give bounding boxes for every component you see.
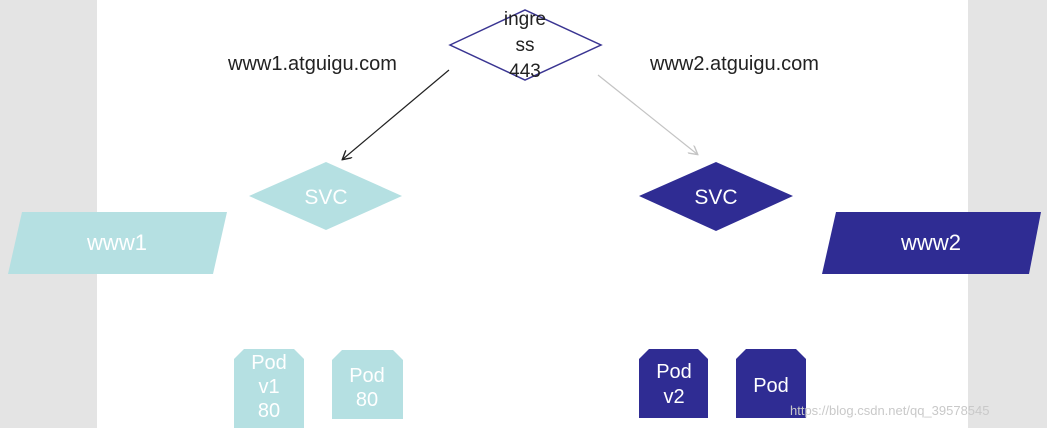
pod-left-1: Pod v1 80 — [234, 349, 304, 428]
host-label-left: www1.atguigu.com — [227, 53, 397, 75]
pod-label-right-2-line-1: Pod — [753, 375, 789, 397]
ingress-label-line-1: ingre — [504, 9, 546, 30]
pod-left-2: Pod 80 — [332, 350, 403, 419]
service-parallelogram-right — [822, 212, 1041, 274]
svc-node-left: SVC — [249, 162, 402, 230]
ingress-diamond — [448, 9, 603, 81]
watermark: https://blog.csdn.net/qq_39578545 — [790, 403, 990, 418]
service-parallelogram-left — [8, 212, 227, 274]
pod-right-2: Pod — [736, 349, 806, 418]
pod-shape-left-1 — [234, 349, 304, 428]
pod-label-left-2-line-1: Pod — [349, 365, 385, 387]
service-node-right: www2 — [822, 212, 1041, 274]
host-label-right: www2.atguigu.com — [649, 53, 819, 75]
svc-label-left: SVC — [304, 186, 347, 209]
pod-shape-left-2 — [332, 350, 403, 419]
pod-label-left-1-line-1: Pod — [251, 352, 287, 374]
service-label-right: www2 — [900, 230, 961, 255]
pod-shape-right-2 — [736, 349, 806, 418]
svc-diamond-right — [639, 162, 793, 231]
arrow-to-svc-right — [597, 74, 697, 154]
pod-label-left-2-line-2: 80 — [356, 389, 378, 411]
pod-label-right-1-line-2: v2 — [663, 386, 684, 408]
ingress-label-line-3: 443 — [509, 61, 541, 82]
ingress-label-line-2: ss — [516, 35, 535, 56]
pod-shape-right-1 — [639, 349, 708, 418]
svc-label-right: SVC — [694, 186, 737, 209]
pod-label-left-1-line-3: 80 — [258, 400, 280, 422]
arrow-to-svc-left — [343, 69, 450, 159]
svc-diamond-left — [249, 162, 402, 230]
svc-node-right: SVC — [639, 162, 793, 231]
pod-right-1: Pod v2 — [639, 349, 708, 418]
service-label-left: www1 — [86, 230, 147, 255]
service-node-left: www1 — [8, 212, 227, 274]
pod-label-right-1-line-1: Pod — [656, 361, 692, 383]
pod-label-left-1-line-2: v1 — [258, 376, 279, 398]
ingress-node: ingre ss 443 — [448, 9, 603, 82]
